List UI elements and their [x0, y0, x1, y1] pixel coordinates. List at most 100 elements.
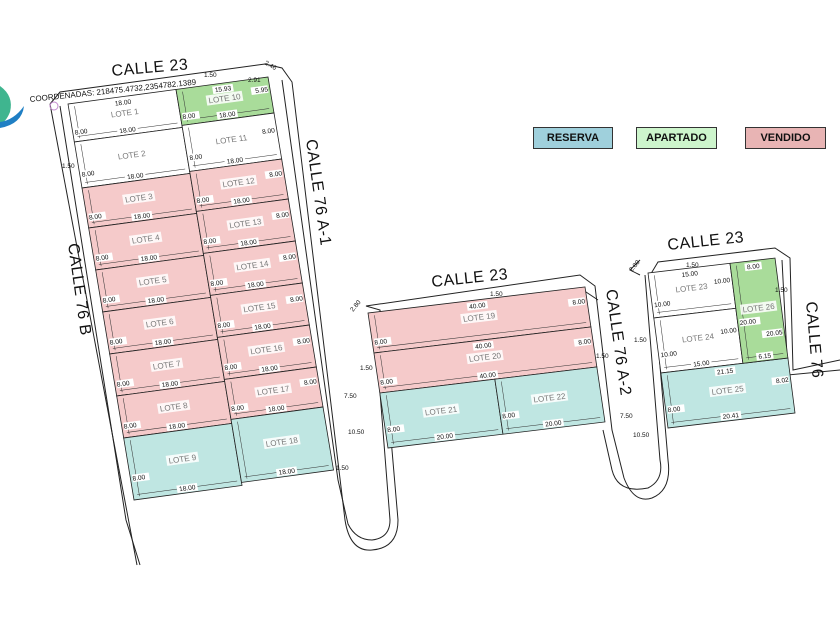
lot-dimension-bottom: 18.00	[261, 365, 279, 374]
lot-label: LOTE 6	[145, 317, 175, 330]
dimension-bg	[216, 109, 239, 120]
lot-label-bg	[128, 231, 163, 246]
lot-dimension-right: 8.00	[297, 337, 311, 346]
lot-2[interactable]: LOTE 218.008.00	[73, 126, 191, 189]
dimension-bg	[275, 466, 298, 477]
lot-8[interactable]: LOTE 818.008.00	[116, 380, 233, 439]
dim-b2-corner: 2.80	[349, 299, 363, 313]
dim-b3-sidewalk-top: 1.50	[686, 262, 699, 269]
legend-reserva-label: RESERVA	[546, 132, 600, 144]
lot-label-bg	[672, 280, 711, 295]
lot-label-bg	[212, 131, 251, 147]
lot-dimension-bottom: 18.00	[268, 405, 286, 414]
lot-dimension-bottom: 18.00	[254, 323, 272, 332]
lot-dimension-left: 8.00	[231, 404, 245, 413]
street-calle-76-a2: CALLE 76 A-2	[602, 288, 634, 397]
lot-label: LOTE 16	[250, 343, 284, 356]
dimension-bg	[131, 472, 150, 483]
dimension-bg	[74, 126, 93, 137]
dimension-bg	[223, 361, 242, 372]
lot-dimension-bottom: 18.00	[179, 484, 197, 493]
lot-label: LOTE 20	[468, 351, 502, 364]
lot-dimension-right: 20.05	[766, 329, 783, 338]
dimension-bg	[152, 336, 174, 348]
lot-label-bg	[135, 273, 170, 288]
lot-label-bg	[156, 399, 191, 414]
lot-label-bg	[422, 403, 460, 418]
lot-label: LOTE 8	[159, 401, 189, 414]
dimension-bg	[265, 403, 288, 414]
lot-dimension-left: 8.00	[123, 422, 137, 431]
dimension-bg	[176, 482, 199, 494]
lot-label: LOTE 2	[117, 149, 147, 162]
dim-b1-sidewalk-top: 1.50	[204, 72, 217, 79]
lot-label: LOTE 3	[124, 192, 154, 205]
dimension-line	[667, 375, 674, 425]
dimension-bg	[679, 268, 701, 279]
dim-road-b-7-50: 7.50	[620, 413, 633, 420]
dimension-bg	[112, 97, 134, 108]
lot-label-bg	[240, 299, 279, 315]
dim-b2-sidewalk-top: 1.50	[490, 291, 503, 298]
lot-label: LOTE 17	[257, 384, 291, 397]
dimension-bg	[212, 83, 234, 95]
lot-dimension-bottom: 20.00	[545, 420, 563, 429]
lot-label: LOTE 25	[711, 384, 745, 397]
dimension-bg	[209, 277, 228, 288]
lot-dimension-bottom: 18.00	[154, 338, 172, 347]
dimension-bg	[501, 410, 520, 420]
lot-5[interactable]: LOTE 518.008.00	[95, 254, 212, 313]
dimension-line	[377, 322, 587, 348]
dim-b2-sidewalk-left: 1.50	[360, 365, 373, 372]
dimension-bg	[251, 321, 274, 332]
dimension-bg	[258, 363, 281, 374]
lot-label: LOTE 21	[424, 405, 458, 418]
lot-label-bg	[233, 257, 272, 273]
lot-3[interactable]: LOTE 318.008.00	[81, 172, 198, 229]
dimension-bg	[386, 424, 405, 434]
dimension-bg	[567, 297, 586, 307]
dim-b1-sidewalk-left: 1.50	[62, 163, 75, 170]
logo-icon	[0, 86, 24, 128]
lot-dimension-left: 8.00	[380, 378, 394, 386]
lot-label-bg	[739, 300, 778, 315]
lot-dimension-bottom: 15.00	[693, 360, 710, 369]
dimension-line	[501, 381, 509, 431]
lot-9[interactable]: LOTE 918.008.00	[123, 422, 243, 501]
dimension-bg	[138, 252, 160, 264]
lot-label-bg	[226, 215, 265, 231]
dimension-bg	[131, 210, 153, 222]
lot-4[interactable]: LOTE 418.008.00	[88, 212, 205, 271]
lot-label: LOTE 1	[110, 107, 140, 120]
lot-dimension-top: 18.00	[114, 99, 132, 108]
lot-6[interactable]: LOTE 618.008.00	[102, 296, 219, 355]
lot-dimension-right: 10.00	[720, 327, 737, 336]
lot-7[interactable]: LOTE 718.008.00	[109, 338, 226, 397]
lot-dimension-bottom: 18.00	[233, 197, 251, 206]
lot-dimension-left: 8.00	[502, 412, 516, 420]
lot-dimension-top: 15.00	[681, 270, 698, 279]
lot-dimension-left: 8.00	[189, 153, 203, 162]
dimension-bg	[182, 110, 201, 121]
dimension-bg	[123, 420, 142, 431]
